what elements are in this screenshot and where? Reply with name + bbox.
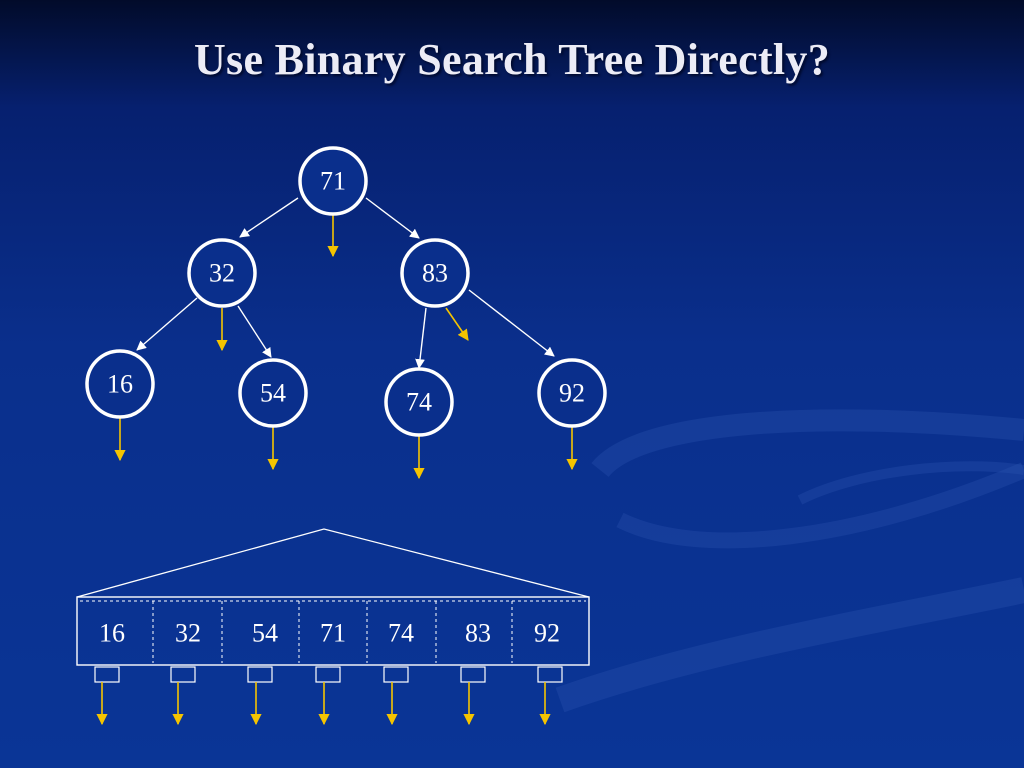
slide-title: Use Binary Search Tree Directly?: [193, 35, 831, 84]
edge-32-16: [136, 297, 198, 351]
leaf-key: 74: [388, 619, 414, 648]
background-swoosh: [555, 409, 1024, 713]
tree-edges: [136, 197, 555, 369]
leaf-pointer: [315, 666, 341, 726]
leaf-key: 71: [320, 619, 346, 648]
tree-node: 54: [238, 358, 308, 428]
node-label: 16: [107, 370, 133, 399]
leaf-node-box: [76, 596, 590, 666]
node-label: 92: [559, 379, 585, 408]
leaf-node: 16 32 54 71 74 83 92: [76, 528, 590, 726]
edge-32-54: [237, 305, 272, 358]
tree-nodes: 71 32 83 16 54 74 92: [85, 146, 607, 437]
node-label: 54: [260, 379, 286, 408]
node-label: 71: [320, 167, 346, 196]
leaf-pointer: [537, 666, 563, 726]
node-label: 32: [209, 259, 235, 288]
edge-71-32: [239, 197, 299, 238]
leaf-key: 92: [534, 619, 560, 648]
leaf-pointer: [247, 666, 273, 726]
edge-71-83: [365, 197, 420, 239]
edge-83-74: [415, 307, 427, 369]
leaf-key: 83: [465, 619, 491, 648]
tree-node: 16: [85, 349, 155, 419]
tree-node: 32: [187, 238, 257, 308]
node-label: 83: [422, 259, 448, 288]
tree-node: 71: [298, 146, 368, 216]
tree-data-pointers: [114, 214, 578, 480]
leaf-key: 54: [252, 619, 278, 648]
edge-83-92: [468, 289, 555, 357]
subtree-triangle: [76, 528, 590, 598]
leaf-key: 32: [175, 619, 201, 648]
leaf-key: 16: [99, 619, 125, 648]
tree-node: 92: [537, 358, 607, 428]
pointer-83: [445, 307, 469, 341]
leaf-pointers: [94, 666, 563, 726]
leaf-pointer: [94, 666, 120, 726]
leaf-pointer: [460, 666, 486, 726]
leaf-pointer: [383, 666, 409, 726]
cell-dividers: [80, 600, 586, 663]
node-label: 74: [406, 388, 432, 417]
tree-node: 83: [400, 238, 470, 308]
tree-node: 74: [384, 367, 454, 437]
leaf-pointer: [170, 666, 196, 726]
